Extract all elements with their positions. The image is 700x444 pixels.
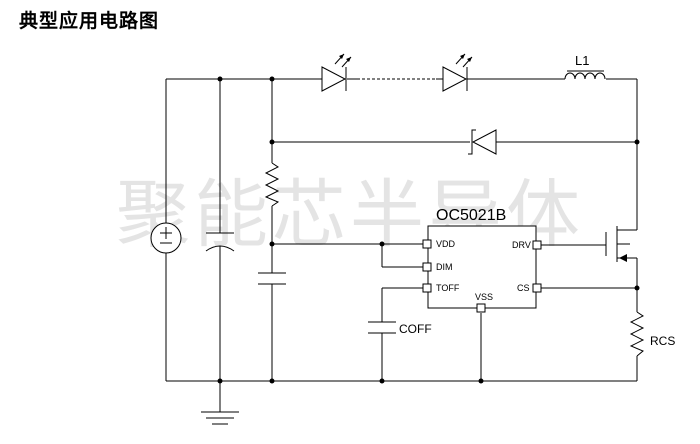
page-title: 典型应用电路图 bbox=[19, 10, 160, 32]
pin-cs-label: CS bbox=[517, 283, 530, 293]
pin-dim-label: DIM bbox=[436, 262, 453, 272]
input-capacitor-symbol bbox=[205, 232, 235, 252]
rcs-label: RCS bbox=[650, 334, 675, 348]
coff-capacitor-symbol bbox=[368, 321, 396, 334]
led-2-symbol bbox=[442, 53, 473, 92]
ic-name: OC5021B bbox=[436, 207, 506, 224]
inductor-symbol bbox=[564, 70, 606, 80]
sense-resistor-symbol bbox=[629, 311, 645, 357]
mosfet-symbol bbox=[605, 226, 630, 262]
pin-drv-label: DRV bbox=[512, 240, 531, 250]
inductor-label: L1 bbox=[575, 53, 589, 68]
dc-source-symbol bbox=[150, 222, 182, 254]
schottky-diode-symbol bbox=[468, 129, 497, 155]
wiring bbox=[165, 78, 638, 412]
coff-label: COFF bbox=[399, 322, 432, 336]
pin-toff-label: TOFF bbox=[436, 283, 460, 293]
vdd-capacitor-symbol bbox=[258, 272, 286, 285]
startup-resistor-symbol bbox=[264, 162, 280, 207]
pin-vss-label: VSS bbox=[475, 292, 493, 302]
junction-dots bbox=[217, 76, 640, 384]
led-1-symbol bbox=[321, 53, 352, 92]
pin-vdd-label: VDD bbox=[436, 239, 456, 249]
ground-symbol bbox=[201, 411, 239, 425]
ic-chip bbox=[422, 225, 542, 313]
